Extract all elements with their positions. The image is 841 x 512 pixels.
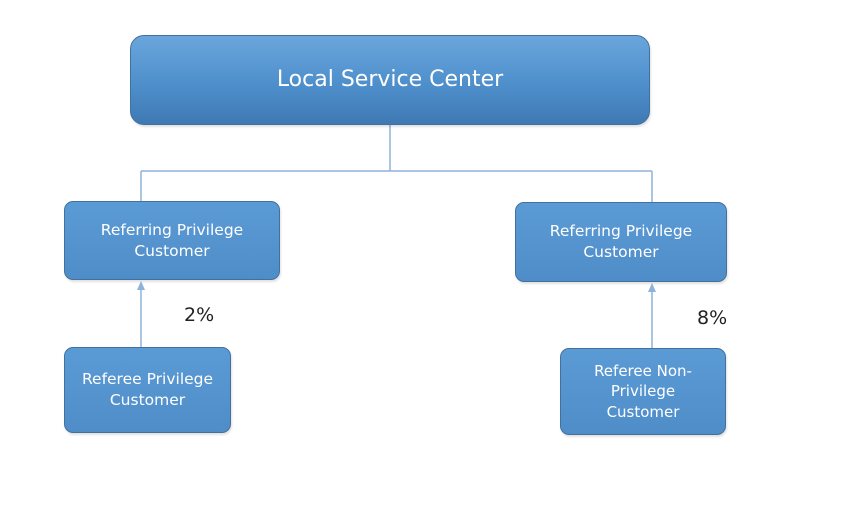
- local-service-center-box: Local Service Center: [130, 35, 650, 125]
- referee-privilege-label: Referee Privilege Customer: [81, 370, 214, 409]
- referee-non-privilege-label: Referee Non- Privilege Customer: [594, 362, 692, 421]
- left-referral-percentage: 2%: [184, 304, 215, 326]
- right-referral-percentage: 8%: [697, 307, 728, 329]
- referee-privilege-customer-box: Referee Privilege Customer: [64, 347, 231, 433]
- left-referring-label: Referring Privilege Customer: [100, 220, 244, 260]
- right-referring-label: Referring Privilege Customer: [549, 222, 693, 261]
- left-arrowhead: [137, 281, 145, 290]
- right-referring-privilege-customer-box: Referring Privilege Customer: [515, 202, 727, 282]
- referee-non-privilege-customer-box: Referee Non- Privilege Customer: [560, 348, 726, 435]
- right-arrowhead: [648, 283, 656, 292]
- local-service-center-label: Local Service Center: [276, 67, 504, 93]
- left-referring-privilege-customer-box: Referring Privilege Customer: [64, 201, 280, 280]
